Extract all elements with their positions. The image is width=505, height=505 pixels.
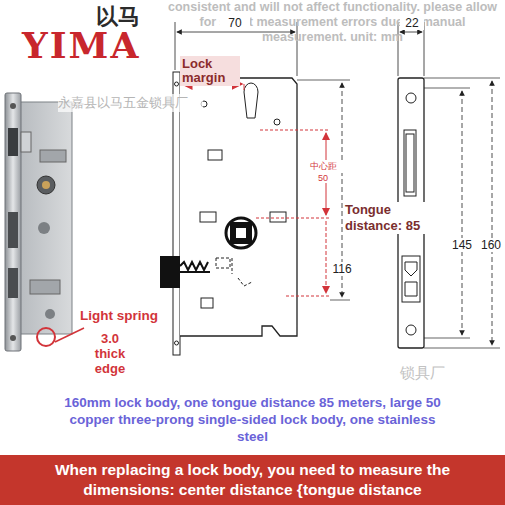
dimension-label: 160 (478, 238, 504, 252)
notice-text: When replacing a lock body, you need to … (10, 460, 495, 500)
watermark: 锁具厂 (400, 364, 500, 383)
product-description: 160mm lock body, one tongue distance 85 … (55, 394, 450, 445)
callout-label: Light spring (80, 308, 180, 323)
dimension-label: 70 (220, 16, 250, 30)
dimension-label: 50 (312, 173, 334, 183)
logo-text: YIMA (22, 24, 172, 66)
tongue-distance-label: Tongue distance: 85 (345, 202, 440, 234)
dimension-label: 145 (448, 238, 476, 252)
notice-band: When replacing a lock body, you need to … (0, 455, 505, 505)
watermark: 永嘉县以马五金锁具厂 (58, 94, 203, 112)
disclaimer-note: consistent and will not affect functiona… (160, 0, 505, 45)
callout-label: 3.0 thick edge (84, 331, 136, 376)
center-distance-label: 中心距 (302, 160, 344, 173)
dimension-label: 116 (329, 262, 355, 276)
lock-margin-label: Lock margin (180, 56, 240, 86)
dimension-label: 22 (400, 16, 424, 30)
